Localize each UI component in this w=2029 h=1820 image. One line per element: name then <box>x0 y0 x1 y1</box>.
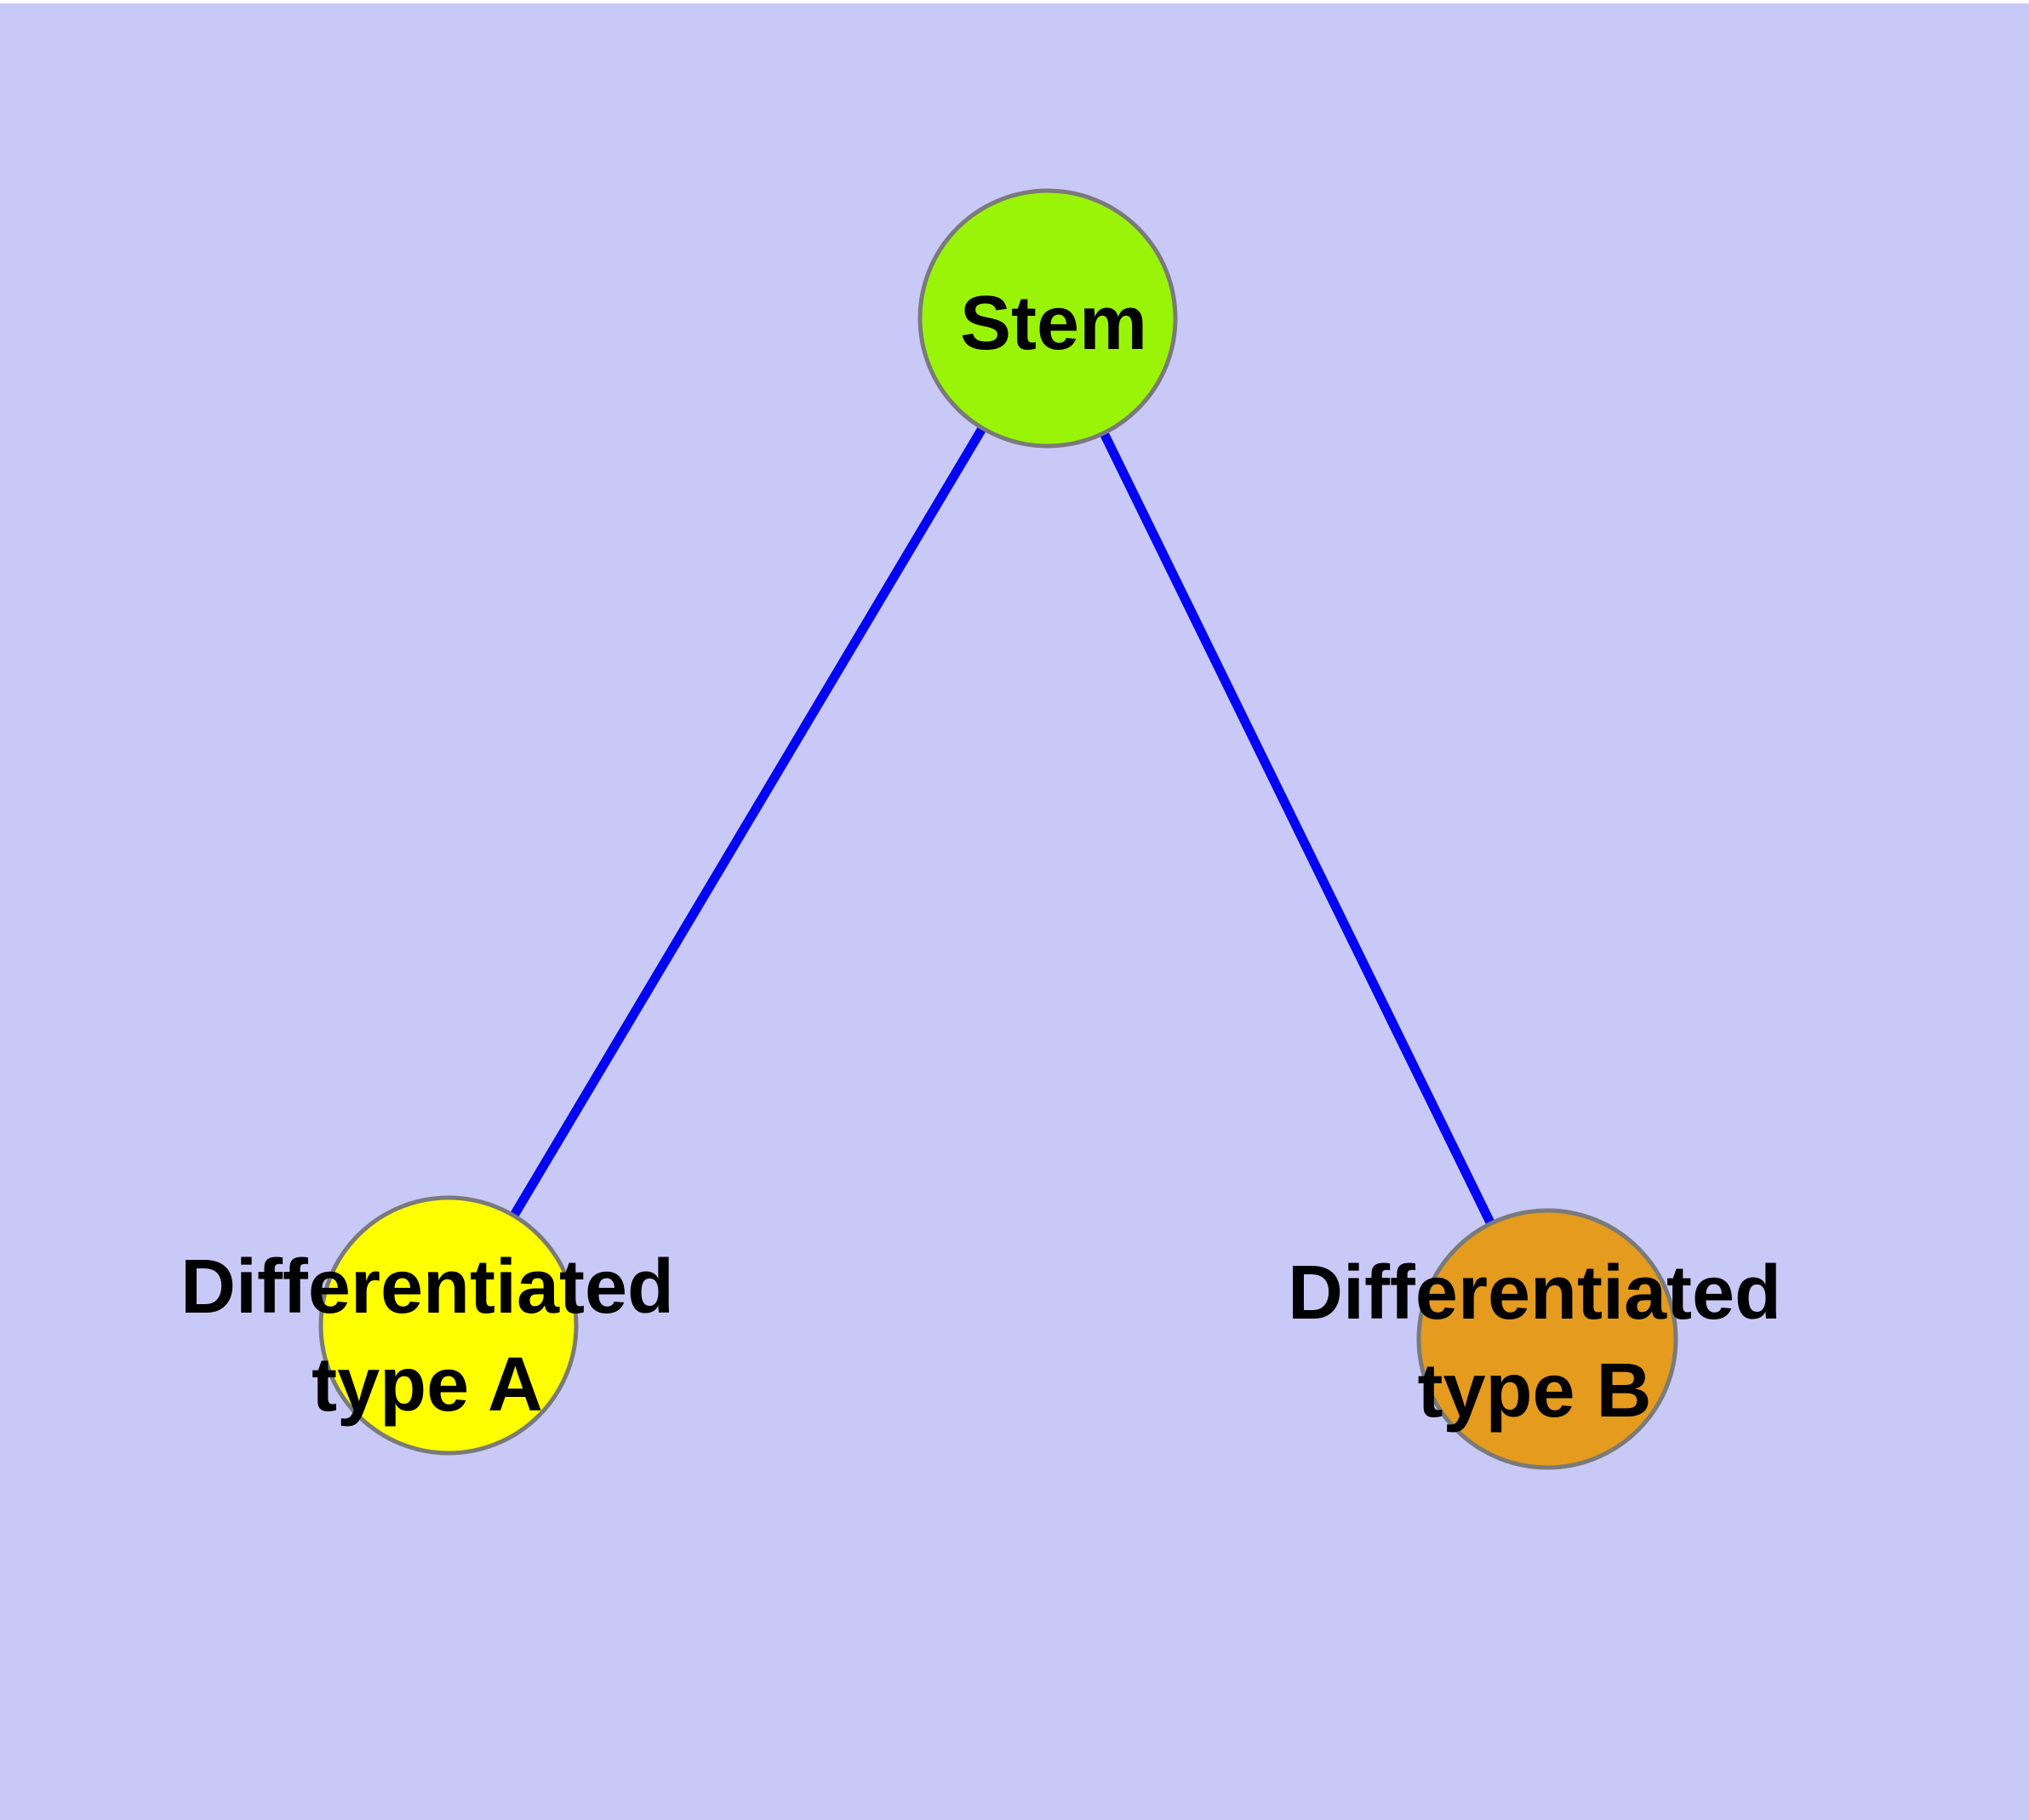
node-differentiated-type-a-label-line2: type A <box>311 1342 543 1428</box>
node-differentiated-type-b-circle <box>1416 1208 1678 1470</box>
node-differentiated-type-a-circle <box>318 1195 579 1456</box>
edge-stem-to-type-a <box>444 316 1052 1328</box>
node-differentiated-type-b-label-line1: Differentiated <box>1288 1251 1781 1336</box>
node-differentiated-type-a-label-line1: Differentiated <box>180 1245 674 1330</box>
edge-stem-to-type-b <box>1043 316 1552 1342</box>
top-border-strip <box>0 0 2029 3</box>
node-differentiated-type-b-label-line2: type B <box>1417 1348 1651 1434</box>
node-stem-circle <box>917 188 1178 449</box>
node-stem-label: Stem <box>960 281 1147 366</box>
